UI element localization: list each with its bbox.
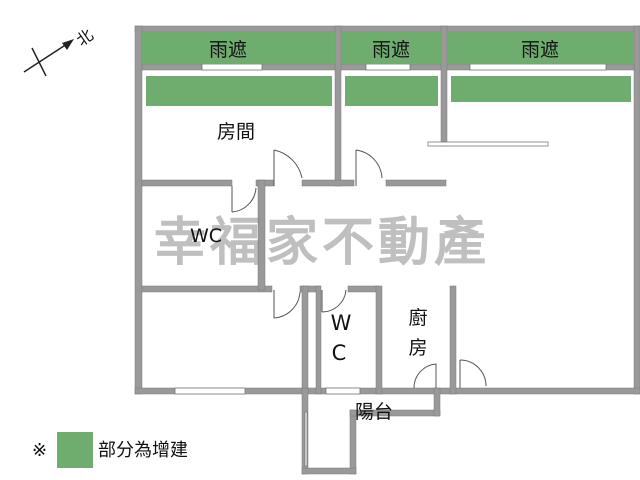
wc-label-2-top: W	[331, 311, 352, 335]
awning-area-3	[447, 32, 634, 64]
extension-areas	[142, 32, 634, 106]
awning-label-3: 雨遮	[521, 39, 559, 61]
awning-label-2: 雨遮	[372, 39, 410, 61]
kitchen-label-bottom: 房	[408, 337, 427, 359]
compass-cross	[31, 47, 47, 77]
doors	[231, 149, 487, 389]
legend: ※ 部分為增建	[32, 432, 188, 468]
balcony-label: 陽台	[355, 401, 393, 423]
kitchen-label-top: 廚	[408, 306, 427, 329]
compass-line	[23, 41, 71, 73]
windows	[174, 63, 607, 467]
awning-label-1: 雨遮	[209, 39, 247, 61]
legend-text: 部分為增建	[98, 440, 188, 461]
inner-extension-2	[345, 76, 438, 106]
inner-extension-1	[146, 76, 332, 106]
wc-label-1: WC	[190, 225, 222, 247]
compass-north-label: 北	[73, 25, 97, 50]
bedroom-label: 房間	[217, 121, 255, 143]
wc-label-2-bottom: C	[332, 341, 347, 365]
legend-mark: ※	[32, 440, 47, 461]
legend-swatch	[57, 432, 93, 468]
compass: 北	[23, 25, 97, 77]
watermark-text: 幸福家不動產	[154, 213, 490, 273]
compass-arrow-icon	[62, 39, 74, 50]
inner-extension-3	[451, 76, 631, 102]
awning-area-2	[341, 32, 441, 64]
awning-area-1	[142, 32, 335, 64]
